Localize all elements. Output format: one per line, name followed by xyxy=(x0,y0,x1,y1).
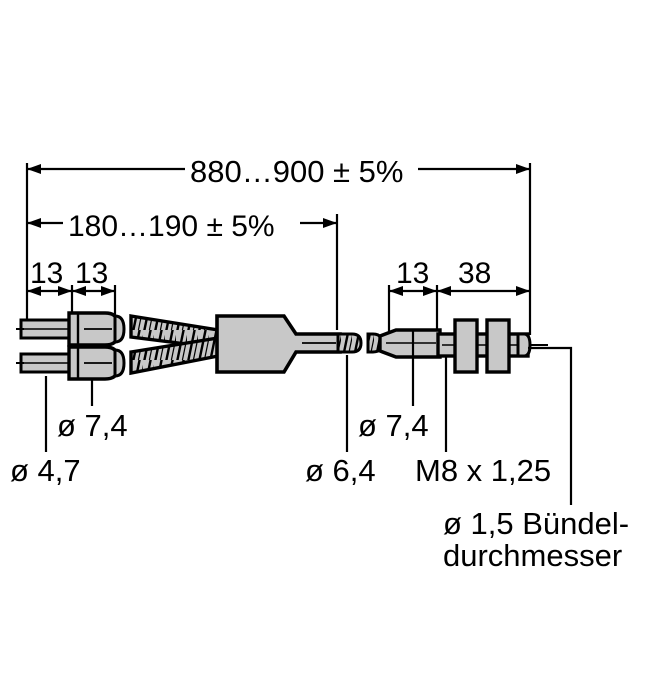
callout-left-ferrule-diameter: ø 7,4 xyxy=(57,408,128,443)
left-connector-assembly xyxy=(16,311,220,381)
hex-nut-2 xyxy=(485,318,511,374)
callout-thread-spec: M8 x 1,25 xyxy=(415,453,551,488)
upper-ferrule xyxy=(67,311,119,347)
callout-bundle-diameter-line1: ø 1,5 Bündel- xyxy=(443,506,629,541)
dim-text-right-seg-a: 13 xyxy=(396,257,429,290)
right-connector-assembly xyxy=(378,318,548,374)
lower-ferrule xyxy=(67,345,119,381)
callout-left-cable-diameter: ø 4,7 xyxy=(10,453,81,488)
upper-strain-relief xyxy=(113,314,126,344)
callout-right-cable-diameter: ø 6,4 xyxy=(305,453,376,488)
dim-text-left-seg-b: 13 xyxy=(75,257,108,290)
dim-text-right-seg-b: 38 xyxy=(458,257,491,290)
lower-fiber-cable xyxy=(16,352,73,374)
dim-text-left-seg-a: 13 xyxy=(30,257,63,290)
dimension-lines xyxy=(27,164,530,296)
hex-nut-1 xyxy=(453,318,479,374)
dim-text-branch-length: 180…190 ± 5% xyxy=(68,210,275,243)
callout-bundle-diameter-line2: durchmesser xyxy=(443,538,622,573)
dim-text-overall-length: 880…900 ± 5% xyxy=(190,154,404,189)
connector-end-tip xyxy=(516,332,532,358)
callout-leader-lines xyxy=(44,331,573,505)
leader-bundle-dia xyxy=(528,346,573,505)
upper-fiber-cable xyxy=(16,318,73,340)
lower-strain-relief xyxy=(113,348,126,378)
trunk-cable-break xyxy=(336,332,384,354)
callout-right-sleeve-diameter: ø 7,4 xyxy=(358,408,429,443)
